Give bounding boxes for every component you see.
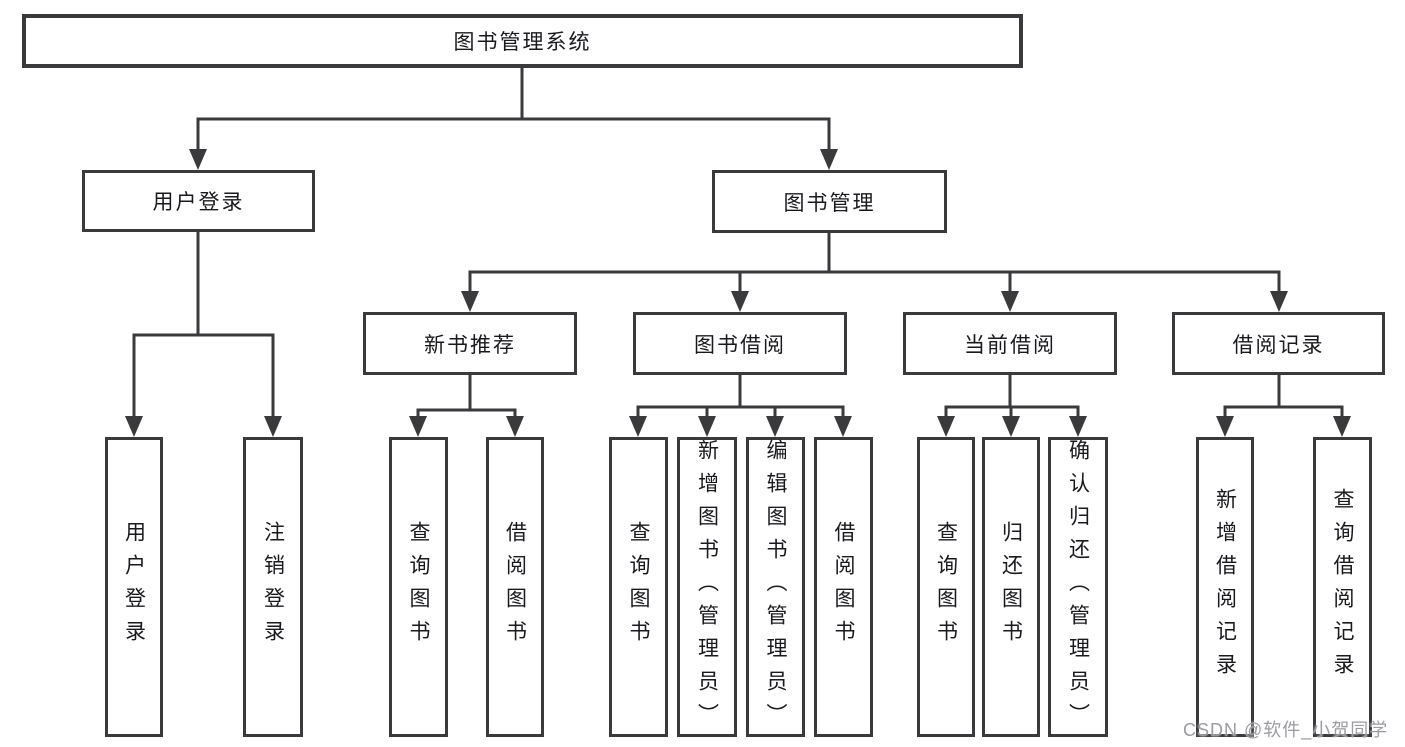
node-book-borrow: 图书借阅	[633, 312, 847, 375]
node-current-borrow-label: 当前借阅	[964, 333, 1056, 357]
arrowhead-leaf-add-books	[698, 416, 716, 437]
leaf-query-books-2-label: 查询图书	[627, 521, 650, 653]
arrowhead-leaf-query-books-3	[937, 416, 955, 437]
node-borrow-records-label: 借阅记录	[1232, 333, 1325, 357]
arrowhead-leaf-query-books-1	[409, 416, 427, 437]
node-new-book-recommend-label: 新书推荐	[424, 333, 516, 357]
node-book-management-branch: 图书管理	[712, 170, 947, 233]
leaf-confirm-return: 确认归还（管理员）	[1048, 437, 1108, 737]
leaf-query-books-3-label: 查询图书	[934, 521, 958, 653]
arrowhead-leaf-add-borrow-record	[1216, 416, 1234, 437]
arrowhead-leaf-edit-books	[766, 416, 784, 437]
leaf-add-books: 新增图书（管理员）	[677, 437, 737, 737]
node-book-borrow-label: 图书借阅	[694, 333, 786, 357]
arrowhead-leaf-user-login	[125, 416, 143, 437]
leaf-logout: 注销登录	[243, 437, 303, 737]
connector-root-to-level2	[196, 68, 831, 153]
leaf-confirm-return-label: 确认归还（管理员）	[1066, 438, 1090, 736]
node-current-borrow: 当前借阅	[903, 312, 1117, 375]
leaf-borrow-books-1: 借阅图书	[486, 437, 544, 737]
leaf-return-books: 归还图书	[982, 437, 1040, 737]
leaf-edit-books: 编辑图书（管理员）	[746, 437, 805, 737]
leaf-query-books-2: 查询图书	[609, 437, 668, 737]
node-borrow-records: 借阅记录	[1172, 312, 1385, 375]
arrowhead-leaf-return-books	[1002, 416, 1020, 437]
node-new-book-recommend: 新书推荐	[363, 312, 577, 375]
arrowhead-user-login	[189, 149, 207, 170]
leaf-query-borrow-record: 查询借阅记录	[1313, 437, 1372, 737]
leaf-query-borrow-record-label: 查询借阅记录	[1331, 488, 1354, 686]
watermark: CSDN @软件_小贺同学	[1183, 720, 1389, 740]
node-user-login-branch: 用户登录	[82, 170, 315, 232]
leaf-edit-books-label: 编辑图书（管理员）	[764, 438, 787, 736]
leaf-query-books-1: 查询图书	[389, 437, 448, 737]
leaf-add-borrow-record-label: 新增借阅记录	[1213, 488, 1237, 686]
connector-borrow-records-to-leaves	[1223, 375, 1344, 420]
leaf-user-login-label: 用户登录	[122, 521, 146, 653]
arrowhead-leaf-confirm-return	[1069, 416, 1087, 437]
arrowhead-leaf-borrow-books-2	[834, 416, 852, 437]
connector-user-login-to-leaves	[132, 232, 275, 420]
leaf-add-books-label: 新增图书（管理员）	[695, 438, 719, 736]
leaf-logout-label: 注销登录	[261, 521, 285, 653]
connector-current-borrow-to-leaves	[944, 375, 1080, 420]
arrowhead-book-management	[820, 149, 838, 170]
node-root: 图书管理系统	[22, 14, 1023, 68]
leaf-user-login: 用户登录	[105, 437, 163, 737]
leaf-query-books-3: 查询图书	[917, 437, 975, 737]
node-user-login-branch-label: 用户登录	[152, 191, 245, 214]
leaf-borrow-books-1-label: 借阅图书	[503, 521, 527, 653]
leaf-return-books-label: 归还图书	[999, 521, 1023, 653]
leaf-borrow-books-2: 借阅图书	[814, 437, 873, 737]
connector-book-management-to-level3	[468, 233, 1281, 295]
node-root-label: 图书管理系统	[453, 31, 592, 54]
arrowhead-new-book-recommend	[461, 291, 479, 312]
arrowhead-leaf-query-borrow-record	[1333, 416, 1351, 437]
connector-book-borrow-to-leaves	[636, 375, 845, 420]
arrowhead-leaf-query-books-2	[629, 416, 647, 437]
arrowhead-book-borrow	[731, 291, 749, 312]
leaf-borrow-books-2-label: 借阅图书	[832, 521, 855, 653]
arrowhead-current-borrow	[1001, 291, 1019, 312]
arrowhead-borrow-records	[1270, 291, 1288, 312]
leaf-add-borrow-record: 新增借阅记录	[1196, 437, 1254, 737]
leaf-query-books-1-label: 查询图书	[407, 521, 430, 653]
arrowhead-leaf-borrow-books-1	[506, 416, 524, 437]
node-book-management-branch-label: 图书管理	[783, 191, 876, 215]
connector-new-book-recommend-to-leaves	[416, 375, 517, 420]
arrowhead-leaf-logout	[264, 416, 282, 437]
